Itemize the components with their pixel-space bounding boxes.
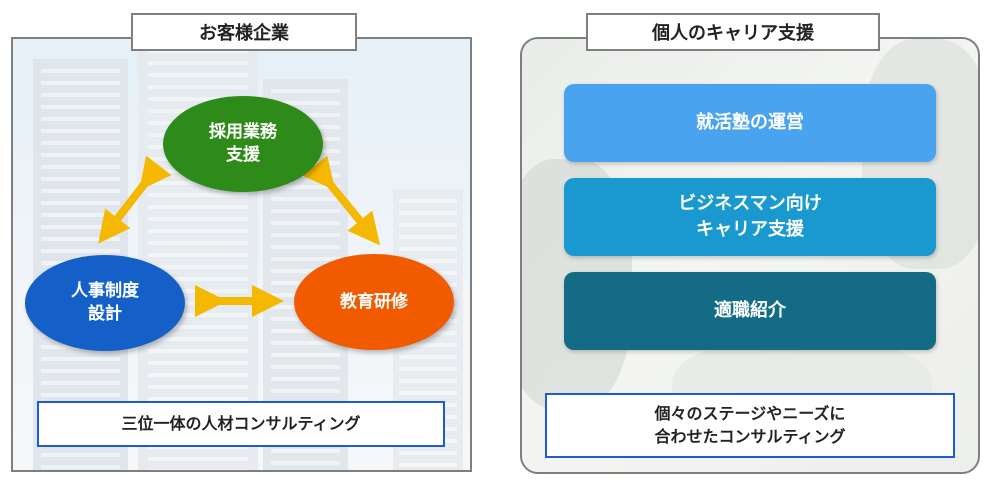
training-node: 教育研修 [294,254,454,350]
job-hunting-school-label: 就活塾の運営 [696,111,804,133]
job-placement-label: 適職紹介 [714,299,786,321]
client-company-title: お客様企業 [131,13,357,51]
career-support-title: 個人のキャリア支援 [586,13,880,51]
arrow-recruitment-hr [98,155,172,244]
arrow-recruitment-training [302,155,381,246]
businessperson-career-support-box: ビジネスマン向け キャリア支援 [564,178,936,256]
recruitment-support-label: 採用業務 支援 [209,122,277,165]
individual-consulting-caption: 個々のステージやニーズに 合わせたコンサルティング [545,393,955,458]
individual-consulting-caption-text: 個々のステージやニーズに 合わせたコンサルティング [654,404,846,446]
integrated-consulting-caption: 三位一体の人材コンサルティング [37,401,445,447]
hr-system-design-node: 人事制度 設計 [25,255,185,351]
businessperson-career-support-label: ビジネスマン向け キャリア支援 [678,192,822,240]
recruitment-support-node: 採用業務 支援 [163,96,323,192]
training-label: 教育研修 [340,291,408,312]
job-placement-box: 適職紹介 [564,272,936,350]
hr-system-design-label: 人事制度 設計 [71,281,139,324]
job-hunting-school-box: 就活塾の運営 [564,84,936,162]
